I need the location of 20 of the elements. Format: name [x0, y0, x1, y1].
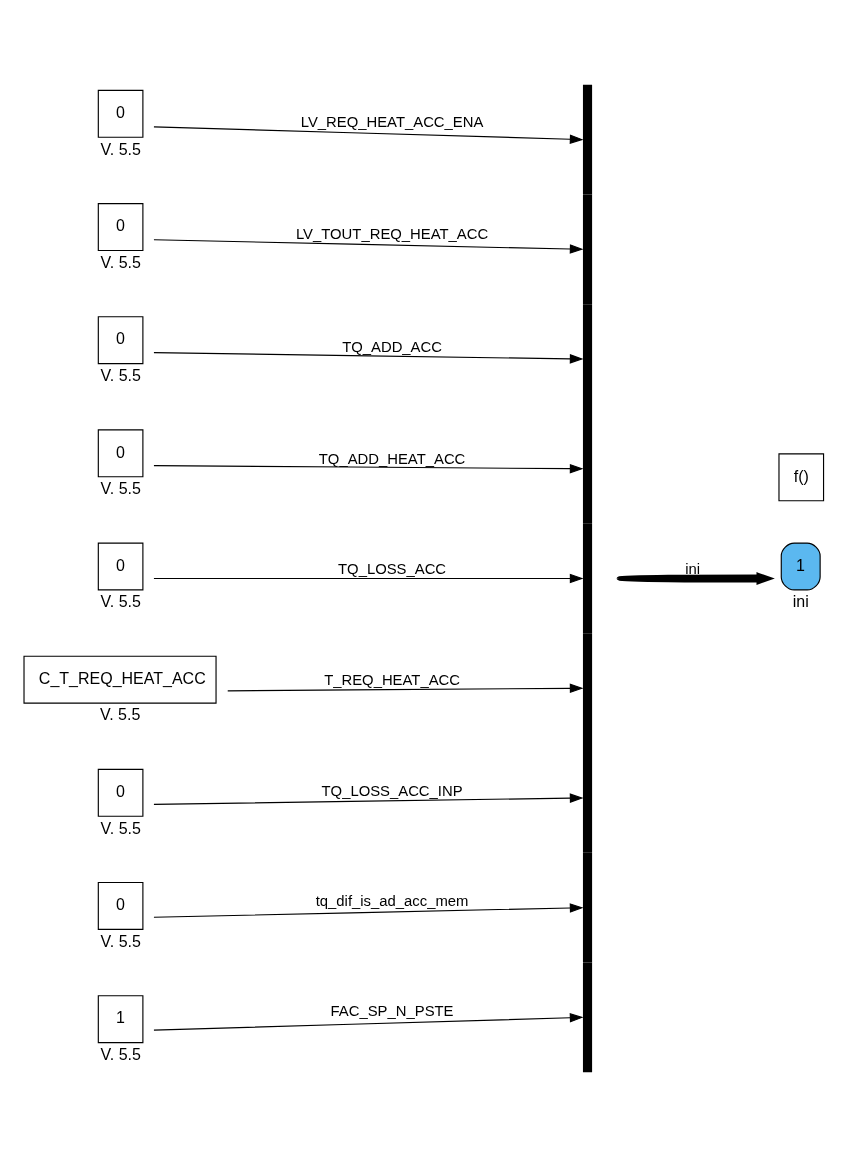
edge-label: T_REQ_HEAT_ACC	[324, 672, 460, 689]
node-label: V. 5.5	[100, 706, 141, 724]
node-label: V. 5.5	[100, 253, 141, 271]
edge-label: ini	[685, 561, 701, 578]
node-label: V. 5.5	[100, 1045, 141, 1063]
edge-label: TQ_ADD_ACC	[342, 338, 442, 355]
node-label: V. 5.5	[100, 480, 141, 498]
edge-label: LV_TOUT_REQ_HEAT_ACC	[295, 226, 489, 243]
node-label: V. 5.5	[100, 140, 141, 158]
edge-label: FAC_SP_N_PSTE	[330, 1002, 454, 1019]
node-label: V. 5.5	[100, 819, 141, 837]
edge-label: tq_dif_is_ad_acc_mem	[315, 892, 469, 909]
node-label: V. 5.5	[100, 593, 141, 611]
node-label: V. 5.5	[100, 366, 141, 384]
edge-label: TQ_ADD_HEAT_ACC	[318, 450, 466, 467]
edge-label: TQ_LOSS_ACC_INP	[321, 783, 463, 800]
node-label: V. 5.5	[100, 932, 141, 950]
edge-label: TQ_LOSS_ACC	[338, 561, 447, 578]
node-label: ini	[792, 593, 809, 611]
edge-label: LV_REQ_HEAT_ACC_ENA	[300, 114, 484, 131]
